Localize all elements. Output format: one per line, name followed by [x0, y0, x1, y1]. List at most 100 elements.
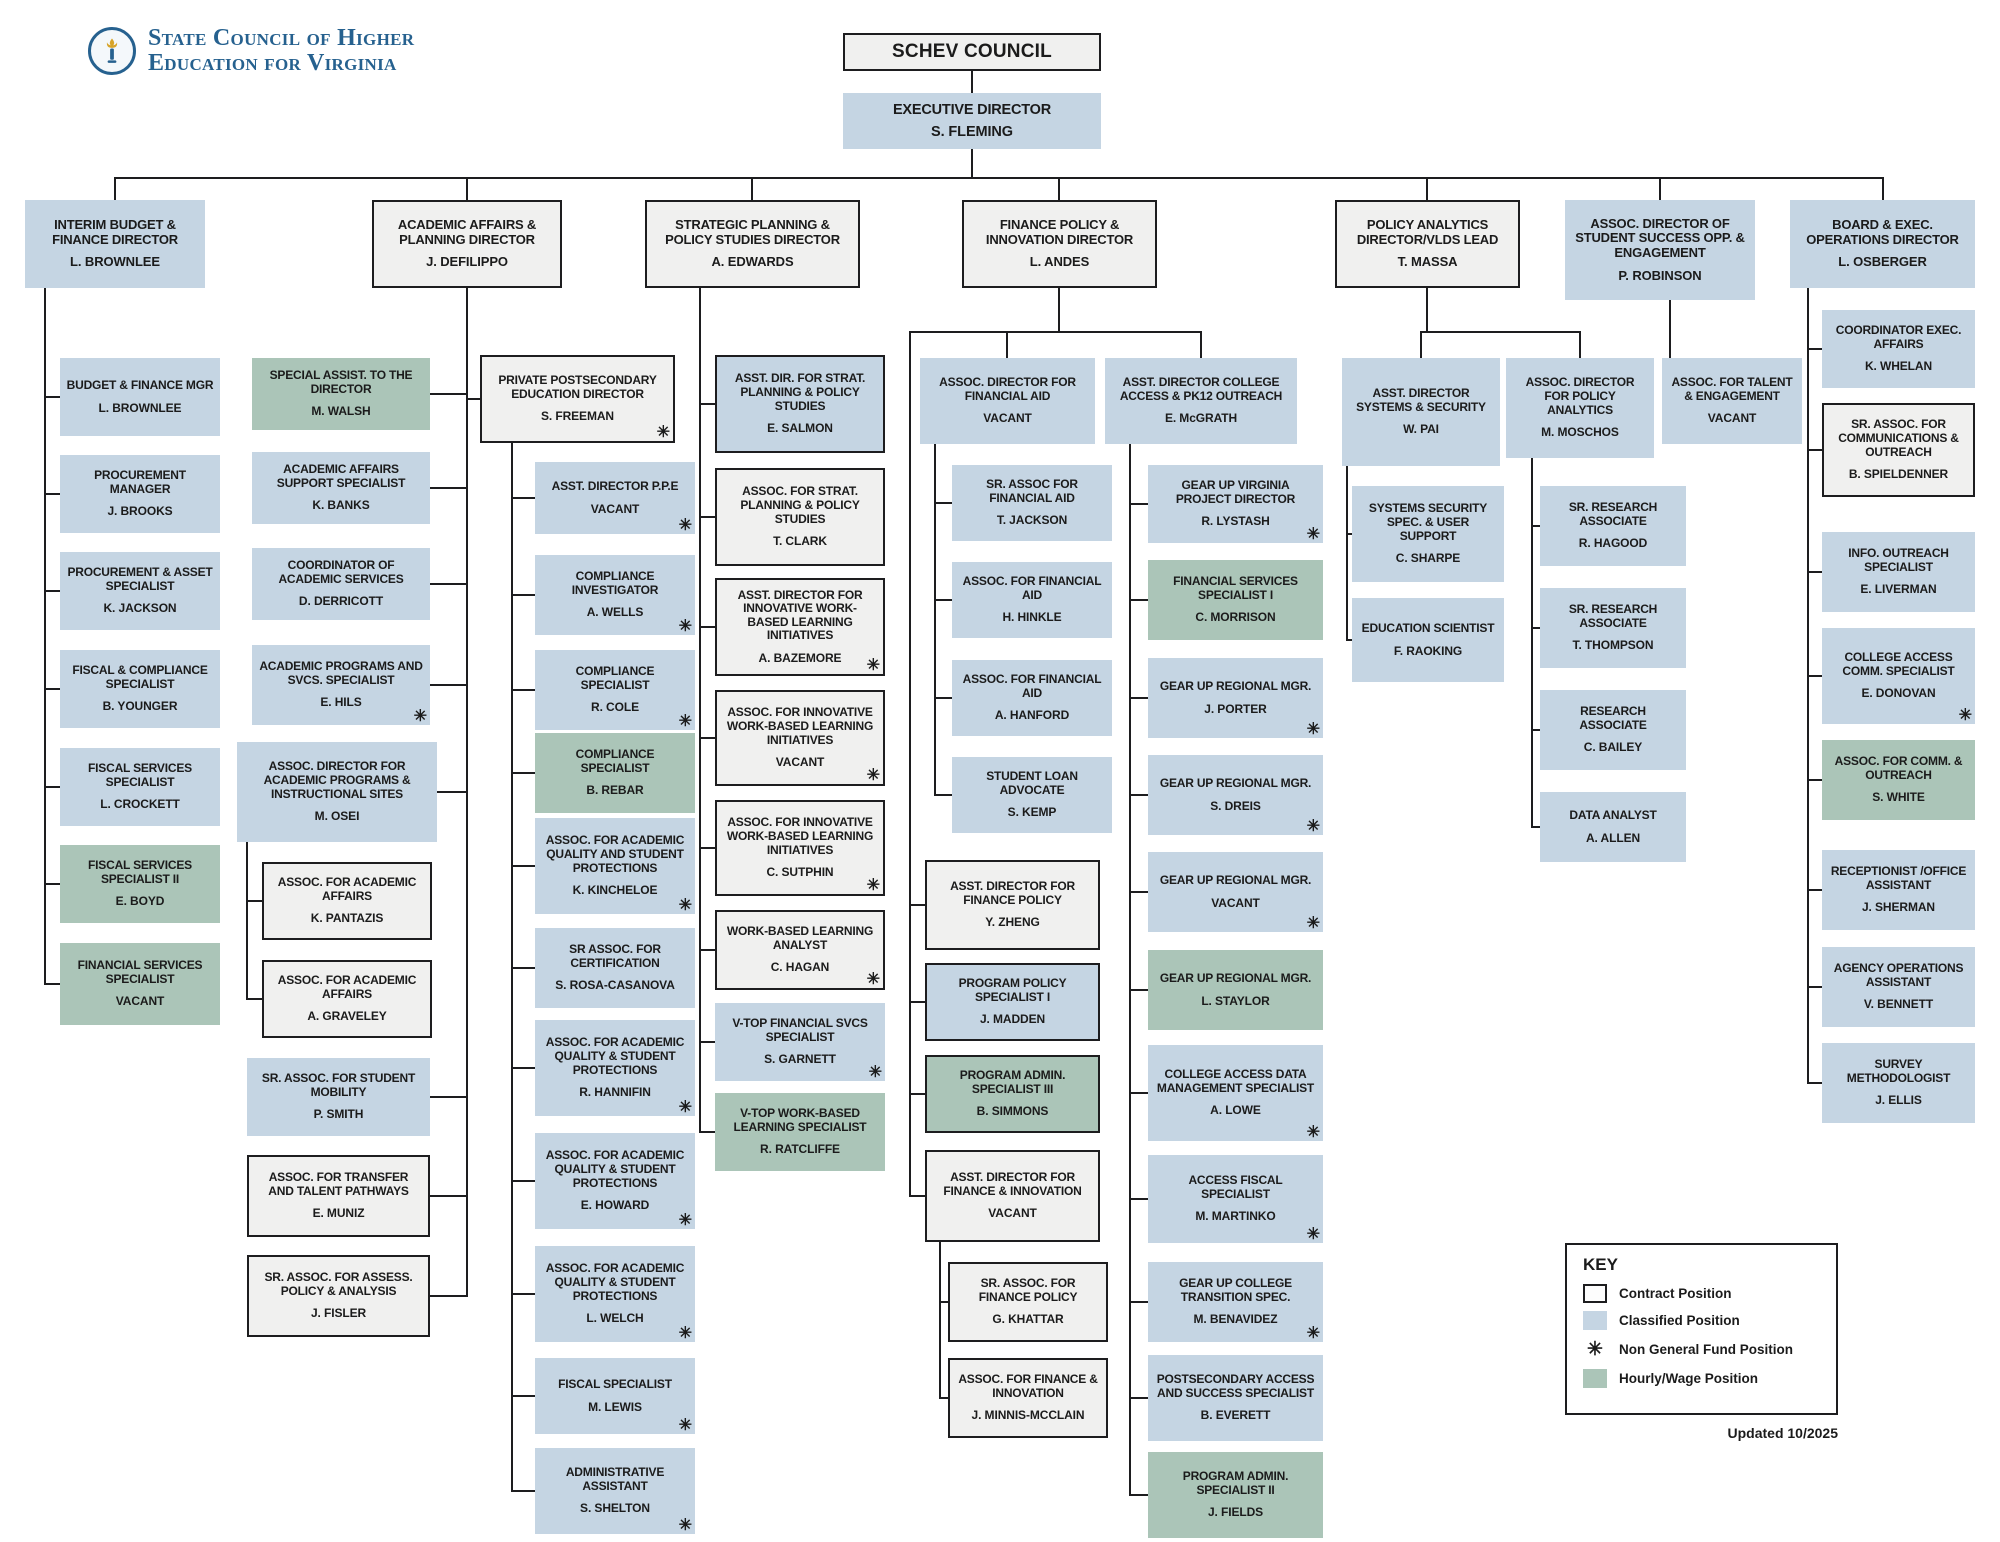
- position-title: ASSOC. DIRECTOR FOR POLICY ANALYTICS: [1525, 375, 1635, 417]
- person-name: K. WHELAN: [1864, 359, 1933, 374]
- org-box-mcgrath: ASST. DIRECTOR COLLEGE ACCESS & PK12 OUT…: [1105, 358, 1297, 444]
- position-title: COLLEGE ACCESS COMM. SPECIALIST: [1842, 650, 1955, 678]
- org-box-council: SCHEV COUNCIL: [843, 33, 1101, 71]
- non-general-fund-icon: ✳: [1306, 818, 1320, 835]
- position-title: DATA ANALYST: [1569, 807, 1657, 822]
- org-box-porter: GEAR UP REGIONAL MGR.J. PORTER✳: [1148, 658, 1323, 738]
- org-box-bazemore: ASST. DIRECTOR FOR INNOVATIVE WORK-BASED…: [715, 578, 885, 676]
- schev-logo: [88, 26, 136, 75]
- person-name: L. OSBERGER: [1838, 254, 1927, 270]
- person-name: R. HANNIFIN: [579, 1085, 651, 1100]
- position-title: ASSOC. FOR ACADEMIC QUALITY AND STUDENT …: [545, 833, 685, 875]
- non-general-fund-icon: ✳: [413, 708, 427, 725]
- position-title: GEAR UP REGIONAL MGR.: [1159, 970, 1312, 985]
- position-title: FISCAL SERVICES SPECIALIST: [88, 761, 192, 789]
- position-title: ASSOC. FOR ACADEMIC AFFAIRS: [277, 973, 417, 1001]
- position-title: BUDGET & FINANCE MGR: [66, 377, 214, 392]
- org-box-welch: ASSOC. FOR ACADEMIC QUALITY & STUDENT PR…: [535, 1246, 695, 1342]
- position-title: ASST. DIRECTOR FOR INNOVATIVE WORK-BASED…: [737, 587, 863, 643]
- org-name: State Council of Higher Education for Vi…: [148, 26, 414, 76]
- torch-icon: [106, 38, 118, 63]
- position-title: ACCESS FISCAL SPECIALIST: [1188, 1173, 1283, 1201]
- position-title: ASST. DIRECTOR FOR FINANCE POLICY: [950, 879, 1075, 907]
- position-title: SR. RESEARCH ASSOCIATE: [1568, 602, 1658, 630]
- position-title: ASSOC. FOR FINANCIAL AID: [962, 574, 1102, 602]
- org-box-bailey: RESEARCH ASSOCIATE C. BAILEY: [1540, 690, 1686, 770]
- position-title: ASSOC. FOR FINANCE & INNOVATION: [958, 1372, 1098, 1400]
- position-title: POSTSECONDARY ACCESS AND SUCCESS SPECIAL…: [1156, 1372, 1315, 1400]
- person-name: C. MORRISON: [1195, 610, 1276, 625]
- position-title: RESEARCH ASSOCIATE: [1579, 704, 1647, 732]
- non-general-fund-icon: ✳: [1306, 526, 1320, 543]
- person-name: E. HILS: [320, 695, 362, 710]
- person-name: Y. ZHENG: [985, 915, 1040, 930]
- non-general-fund-icon: ✳: [1306, 915, 1320, 932]
- person-name: L. ANDES: [1029, 254, 1090, 270]
- person-name: VACANT: [983, 411, 1032, 426]
- person-name: VACANT: [590, 501, 640, 516]
- legend: KEY Contract Position Classified Positio…: [1565, 1243, 1838, 1415]
- person-name: P. SMITH: [313, 1107, 364, 1122]
- person-name: J. MADDEN: [979, 1012, 1046, 1027]
- org-box-staylor: GEAR UP REGIONAL MGR. L. STAYLOR: [1148, 950, 1323, 1030]
- position-title: EXECUTIVE DIRECTOR: [892, 101, 1052, 118]
- person-name: W. PAI: [1403, 422, 1439, 437]
- legend-label: Contract Position: [1619, 1286, 1732, 1301]
- person-name: C. BAILEY: [1583, 740, 1643, 755]
- non-general-fund-icon: ✳: [678, 1325, 692, 1342]
- person-name: S. GARNETT: [764, 1052, 836, 1067]
- position-title: ASSOC. FOR ACADEMIC AFFAIRS: [277, 875, 417, 903]
- position-title: SCHEV COUNCIL: [892, 41, 1052, 63]
- position-title: SPECIAL ASSIST. TO THE DIRECTOR: [269, 368, 413, 396]
- person-name: M. MARTINKO: [1195, 1209, 1276, 1224]
- person-name: J. FISLER: [310, 1306, 367, 1321]
- position-title: SR. RESEARCH ASSOCIATE: [1568, 500, 1658, 528]
- person-name: P. ROBINSON: [1618, 267, 1702, 283]
- org-box-martinko: ACCESS FISCAL SPECIALIST M. MARTINKO ✳: [1148, 1155, 1323, 1243]
- updated-date: Updated 10/2025: [1727, 1425, 1839, 1441]
- position-title: GEAR UP REGIONAL MGR.: [1159, 872, 1312, 887]
- non-general-fund-icon: ✳: [678, 897, 692, 914]
- non-general-fund-icon: ✳: [1306, 1226, 1320, 1243]
- non-general-fund-icon: ✳: [868, 1064, 882, 1081]
- position-title: SR. ASSOC. FOR COMMUNICATIONS & OUTREACH: [1838, 417, 1959, 459]
- position-title: COMPLIANCE SPECIALIST: [575, 747, 655, 775]
- non-general-fund-icon: ✳: [866, 971, 880, 988]
- person-name: L. STAYLOR: [1201, 993, 1270, 1008]
- person-name: B. EVERETT: [1200, 1408, 1271, 1423]
- org-box-dir-success: ASSOC. DIRECTOR OF STUDENT SUCCESS OPP. …: [1565, 200, 1755, 300]
- legend-item-contract: Contract Position: [1583, 1284, 1820, 1303]
- position-title: ASST. DIR. FOR STRAT. PLANNING & POLICY …: [734, 371, 866, 413]
- position-title: V-TOP WORK-BASED LEARNING SPECIALIST: [733, 1106, 867, 1134]
- person-name: VACANT: [1211, 895, 1260, 910]
- position-title: ASSOC. FOR INNOVATIVE WORK-BASED LEARNIN…: [726, 815, 874, 857]
- person-name: E. McGRATH: [1164, 411, 1238, 426]
- non-general-fund-icon: ✳: [1958, 707, 1972, 724]
- position-title: SR. ASSOC FOR FINANCIAL AID: [986, 477, 1078, 505]
- person-name: E. LIVERMAN: [1860, 582, 1937, 597]
- org-box-wbl-vacant: ASSOC. FOR INNOVATIVE WORK-BASED LEARNIN…: [715, 690, 885, 786]
- non-general-fund-icon: ✳: [866, 877, 880, 894]
- person-name: G. KHATTAR: [992, 1312, 1064, 1327]
- non-general-fund-icon: ✳: [678, 1417, 692, 1434]
- position-title: ASSOC. DIRECTOR OF STUDENT SUCCESS OPP. …: [1575, 215, 1745, 260]
